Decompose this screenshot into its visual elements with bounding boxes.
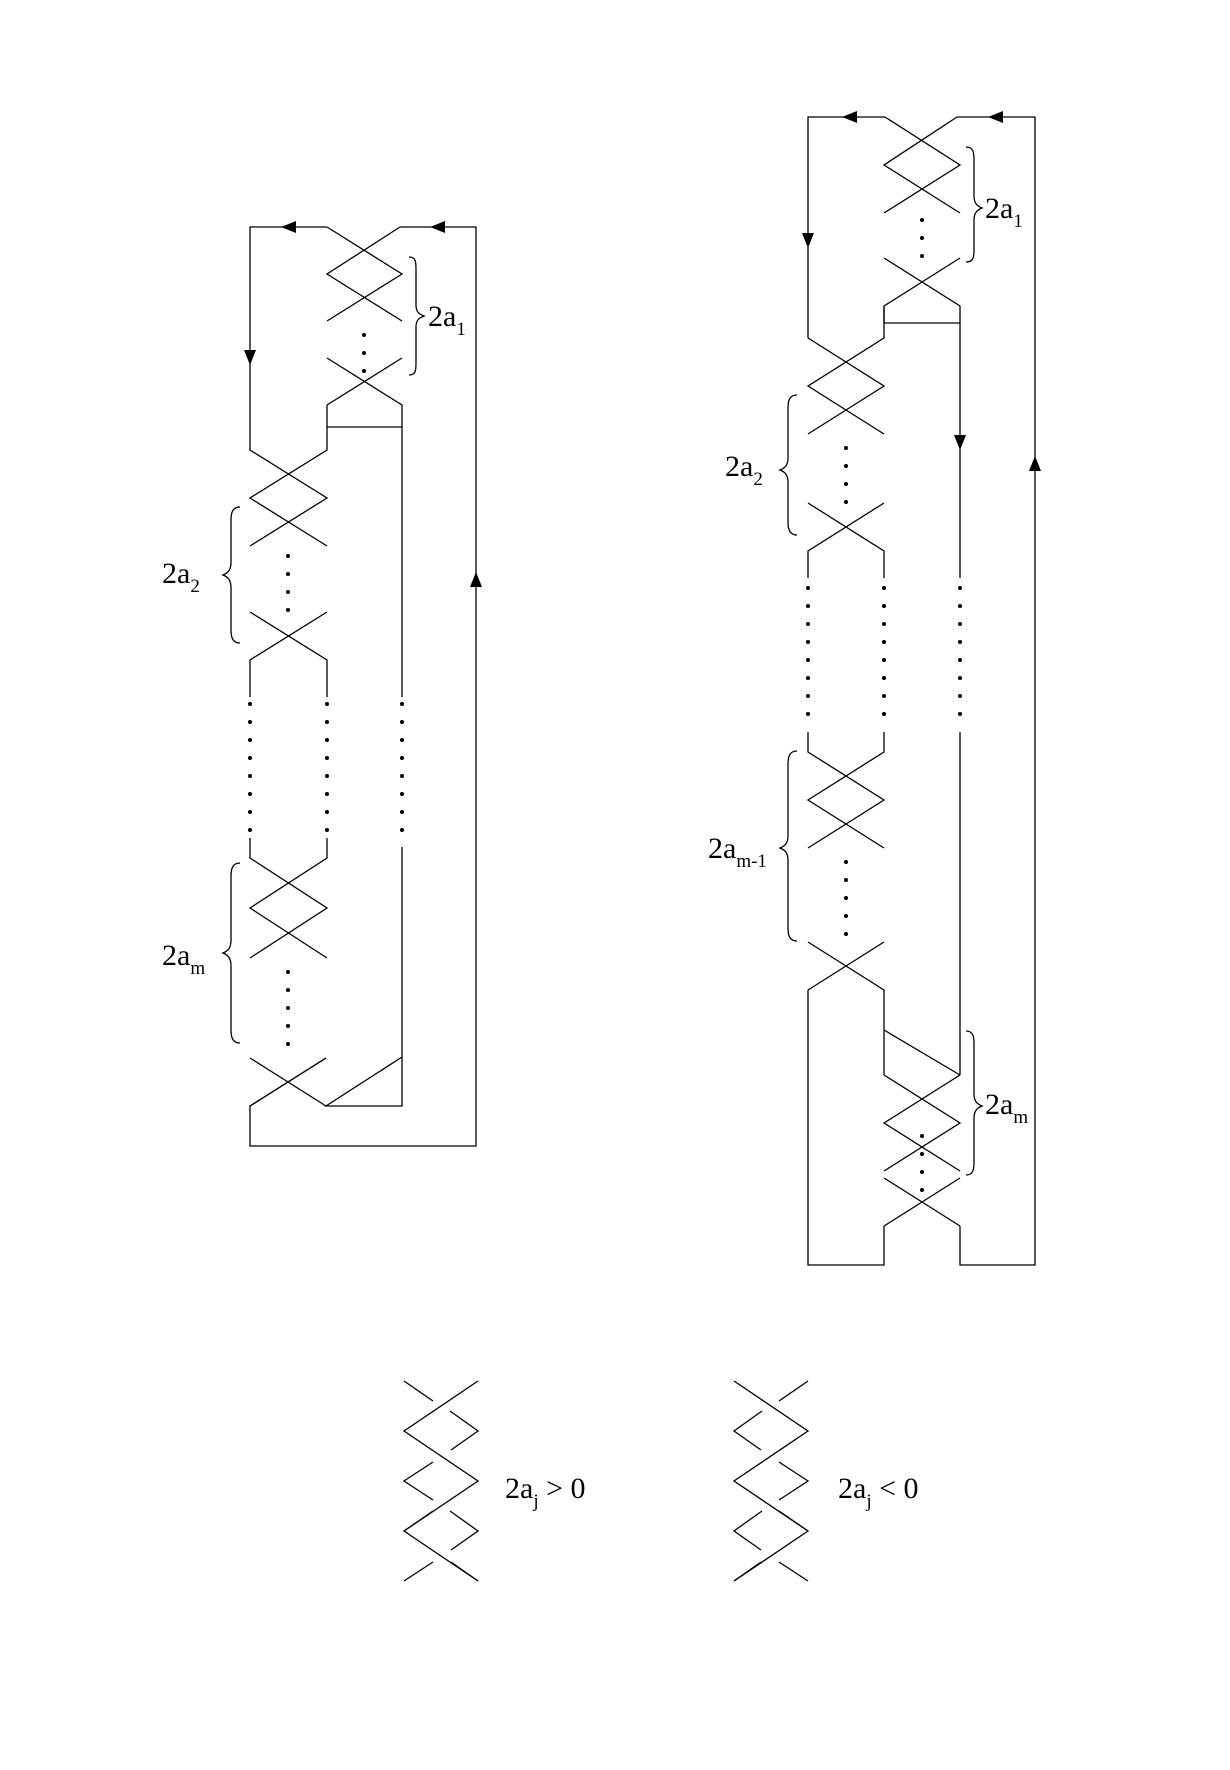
right-arrow-down-left [802, 233, 814, 248]
left-arrow-up [470, 572, 482, 587]
legend-positive-twist [402, 1380, 480, 1582]
right-twist-a2 [807, 337, 886, 578]
right-brace-am-1 [778, 750, 798, 942]
left-label-am: 2am [162, 939, 205, 979]
right-arrow-top-1 [842, 111, 857, 123]
right-arrow-top-2 [988, 111, 1003, 123]
right-brace-a2 [778, 394, 798, 536]
left-arrow-top-1 [281, 221, 296, 233]
right-outer-strand [807, 116, 1036, 1266]
left-diagram: 2a1 2a2 2am [162, 221, 482, 1147]
left-outer-strand [249, 226, 477, 1147]
right-brace-am [965, 1030, 984, 1176]
left-brace-a2 [221, 506, 241, 644]
legend: 2aj > 0 2aj < 0 [402, 1380, 919, 1582]
left-brace-a1 [408, 256, 426, 376]
right-twist-a1 [806, 116, 962, 435]
left-twist-a1 [325, 226, 404, 427]
left-dotted-continuation [248, 702, 404, 832]
right-label-a2: 2a2 [725, 450, 763, 490]
right-arrow-up [1029, 456, 1041, 471]
left-twist-am [248, 838, 329, 1107]
left-arrow-down [244, 350, 256, 365]
right-twist-am [882, 1029, 962, 1227]
legend-positive-label: 2aj > 0 [505, 1472, 586, 1512]
left-brace-am [221, 862, 241, 1044]
left-label-a2: 2a2 [162, 557, 200, 597]
left-label-a1: 2a1 [428, 300, 466, 340]
legend-negative-twist [732, 1380, 810, 1582]
left-twist-a2 [248, 427, 329, 697]
right-label-am: 2am [985, 1088, 1028, 1128]
left-arrow-top-2 [430, 221, 445, 233]
right-label-am-1: 2am-1 [708, 832, 767, 872]
right-label-a1: 2a1 [985, 192, 1023, 232]
right-diagram: 2a1 2a2 2am-1 2am [708, 111, 1041, 1266]
legend-negative-label: 2aj < 0 [838, 1472, 919, 1512]
right-arrow-down-mid [954, 435, 966, 450]
right-brace-a1 [965, 146, 984, 263]
right-twist-am-1 [806, 732, 886, 1030]
right-dotted-continuation [806, 586, 962, 716]
